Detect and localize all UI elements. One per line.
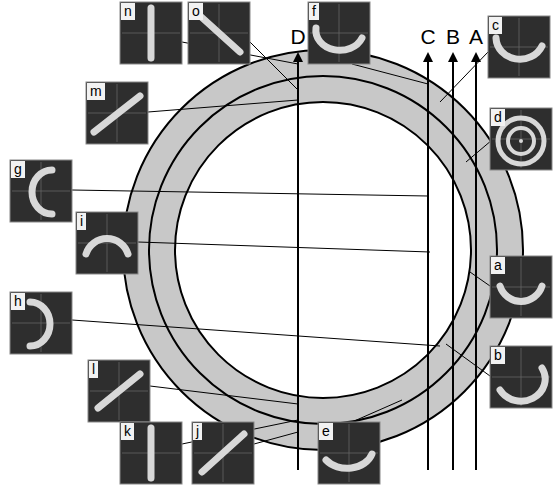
- inset-image: [318, 422, 380, 484]
- inset-frame: [120, 2, 182, 64]
- rod-shape: [30, 302, 50, 346]
- crosshair: [492, 258, 550, 316]
- inset-images: [10, 2, 552, 484]
- crosshair: [12, 294, 70, 352]
- inset-letter: a: [491, 257, 505, 274]
- crosshair: [90, 362, 148, 420]
- inset-image: [120, 2, 182, 64]
- inset-image: [308, 2, 370, 64]
- inset-image: [490, 346, 552, 408]
- crosshair: [122, 4, 180, 62]
- crosshair: [320, 424, 378, 482]
- inset-frame: [318, 422, 380, 484]
- inset-frame: [188, 2, 250, 64]
- rod-shape: [148, 8, 155, 58]
- inset-image: [490, 256, 552, 318]
- inset-letter: o: [189, 3, 203, 20]
- middle-circle: [149, 76, 497, 424]
- inset-letter: e: [319, 423, 333, 440]
- inset-letter: b: [491, 347, 505, 364]
- crosshair: [88, 84, 146, 142]
- crosshair: [492, 110, 550, 168]
- inset-letter: g: [11, 161, 25, 178]
- rod-shape: [94, 96, 140, 132]
- rod-shape: [198, 14, 240, 52]
- inset-frame: [488, 16, 550, 78]
- inset-letter: f: [309, 3, 319, 20]
- inset-frame: [490, 108, 552, 170]
- inset-image: [86, 82, 148, 144]
- inset-frame: [490, 256, 552, 318]
- inset-letter: c: [489, 17, 502, 34]
- rod-shape: [202, 434, 244, 472]
- inset-letter: l: [89, 361, 98, 378]
- inset-image: [188, 2, 250, 64]
- crosshair: [78, 214, 136, 272]
- rod-shape: [500, 368, 545, 401]
- inset-letter: d: [491, 109, 505, 126]
- inset-image: [76, 212, 138, 274]
- crosshair: [122, 424, 180, 482]
- rod-shape: [496, 38, 542, 59]
- inset-frame: [120, 422, 182, 484]
- inset-frame: [10, 292, 72, 354]
- rod-shape: [500, 286, 542, 301]
- ring-shape: [508, 128, 534, 154]
- ring-shape: [498, 118, 544, 164]
- inset-image: [192, 422, 254, 484]
- inset-letter: h: [11, 293, 25, 310]
- inset-frame: [10, 160, 72, 222]
- axis-label: B: [446, 26, 460, 47]
- inset-letter: m: [87, 83, 105, 100]
- inset-letter: k: [121, 423, 134, 440]
- rod-shape: [98, 374, 140, 408]
- inset-letter: j: [193, 423, 202, 440]
- outer-ring: [123, 50, 523, 450]
- inset-image: [120, 422, 182, 484]
- crosshair: [12, 162, 70, 220]
- crosshair: [190, 4, 248, 62]
- crosshair: [490, 18, 548, 76]
- inset-frame: [76, 212, 138, 274]
- ring-shape: [519, 139, 523, 143]
- crosshair: [492, 348, 550, 406]
- axis-label: D: [290, 26, 305, 47]
- rod-shape: [148, 428, 155, 478]
- inset-frame: [490, 346, 552, 408]
- axis-arrows: [298, 54, 476, 470]
- inset-image: [10, 292, 72, 354]
- rod-shape: [326, 454, 372, 468]
- inset-frame: [192, 422, 254, 484]
- inset-frame: [308, 2, 370, 64]
- crosshair: [194, 424, 252, 482]
- rod-shape: [32, 170, 52, 214]
- crosshair: [310, 4, 368, 62]
- inset-letter: i: [77, 213, 86, 230]
- inset-image: [88, 360, 150, 422]
- inset-image: [10, 160, 72, 222]
- inset-frame: [88, 360, 150, 422]
- inner-circle: [175, 102, 471, 398]
- inset-image: [490, 108, 552, 170]
- axis-label: C: [420, 26, 435, 47]
- rod-shape: [316, 28, 362, 50]
- inset-frame: [86, 82, 148, 144]
- inset-image: [488, 16, 550, 78]
- inset-letter: n: [121, 3, 135, 20]
- rod-shape: [86, 239, 128, 254]
- axis-label: A: [469, 26, 483, 47]
